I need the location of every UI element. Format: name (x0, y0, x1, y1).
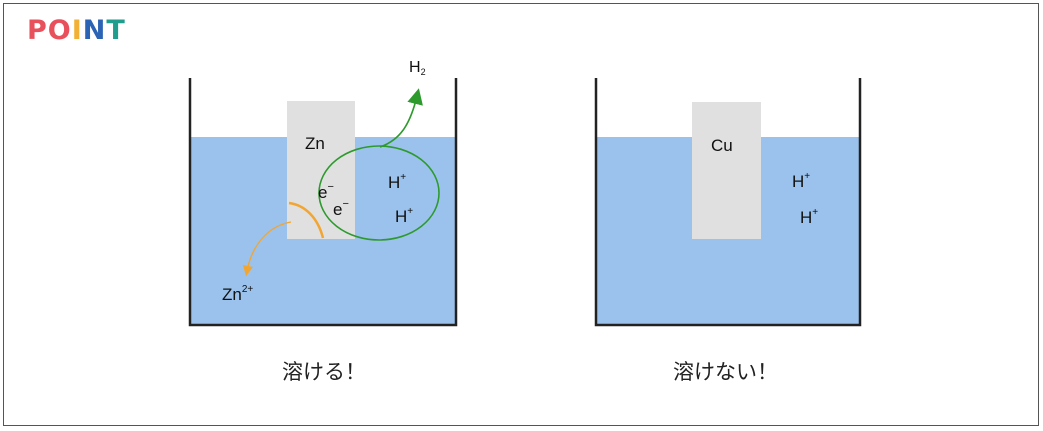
zinc-ion-arrow (242, 221, 292, 277)
logo-letter-n: N (82, 15, 107, 46)
electron-1-label: e− (318, 181, 334, 202)
h2-gas-label: H2 (409, 59, 426, 77)
logo-letter-p: P (27, 15, 48, 46)
logo-letter-o: O (47, 15, 72, 46)
zn-ion-label: Zn2+ (222, 284, 253, 304)
right-beaker: Cu H+ H+ (594, 78, 862, 327)
electron-2-label: e− (333, 198, 349, 219)
right-beaker-wall (594, 78, 862, 327)
left-beaker-wall (188, 78, 458, 327)
logo-letter-i: I (71, 15, 83, 46)
electron-path-loop (318, 145, 440, 241)
left-beaker: Zn e− e− H+ H+ H2 Zn2+ (188, 59, 458, 327)
left-caption: 溶ける！ (282, 360, 366, 384)
cu-electrode (692, 102, 761, 239)
right-h-ion-2-label: H+ (800, 207, 818, 227)
point-logo: POINT (27, 15, 126, 46)
diagram-frame (3, 3, 1039, 426)
h-ion-2-label: H+ (395, 206, 413, 226)
zn-electrode (287, 101, 355, 239)
logo-letter-t: T (106, 15, 126, 46)
hydrogen-gas-arrow (379, 88, 423, 148)
dissolve-arc (288, 201, 325, 239)
right-caption: 溶けない！ (673, 360, 778, 384)
right-h-ion-1-label: H+ (792, 171, 810, 191)
zn-label: Zn (305, 134, 325, 153)
cu-label: Cu (711, 136, 733, 155)
h-ion-1-label: H+ (388, 172, 406, 192)
